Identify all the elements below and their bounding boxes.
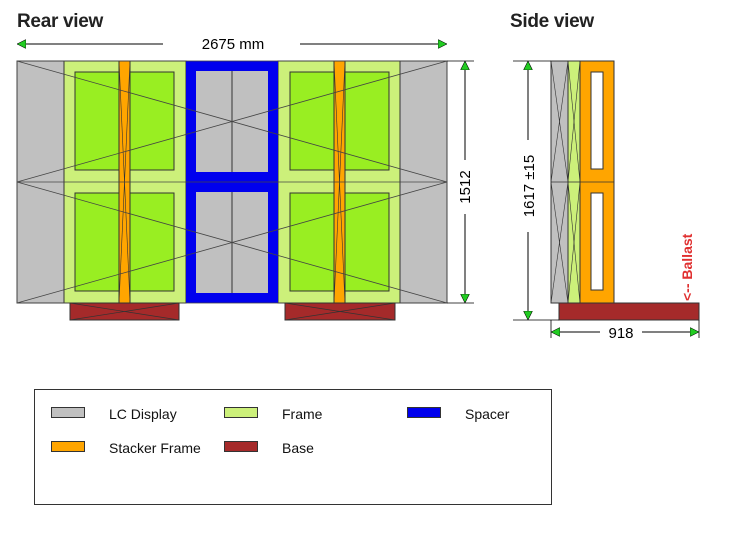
legend (34, 389, 552, 505)
rear-width-label: 2675 mm (202, 36, 265, 53)
side-view-title: Side view (510, 11, 594, 32)
legend-label-lc-display: LC Display (109, 406, 177, 422)
rear-bracing-lines (16, 60, 448, 304)
rear-base-left (69, 302, 180, 321)
legend-swatch-spacer (407, 407, 441, 418)
legend-label-frame: Frame (282, 406, 323, 422)
side-base (558, 302, 700, 321)
rear-height-dimension: 1512 (447, 60, 474, 304)
rear-height-label: 1512 (457, 170, 474, 203)
rear-width-dimension: 2675 mm (17, 36, 447, 53)
rear-view-title: Rear view (17, 11, 104, 32)
side-stacker-frame (579, 60, 615, 304)
side-height-label: 1617 ±15 (521, 155, 538, 217)
legend-swatch-lc-display (51, 407, 85, 418)
legend-label-spacer: Spacer (465, 406, 510, 422)
side-height-dimension: 1617 ±15 (513, 60, 559, 321)
legend-swatch-base (224, 441, 258, 452)
ballast-label: <-- Ballast (679, 233, 695, 301)
rear-base-right (284, 302, 396, 321)
legend-label-base: Base (282, 440, 314, 456)
side-frame (567, 60, 581, 304)
side-lc-display (550, 60, 569, 304)
side-depth-label: 918 (608, 325, 633, 342)
legend-label-stacker-frame: Stacker Frame (109, 440, 201, 456)
legend-swatch-stacker-frame (51, 441, 85, 452)
legend-swatch-frame (224, 407, 258, 418)
side-depth-dimension: 918 (550, 320, 700, 342)
